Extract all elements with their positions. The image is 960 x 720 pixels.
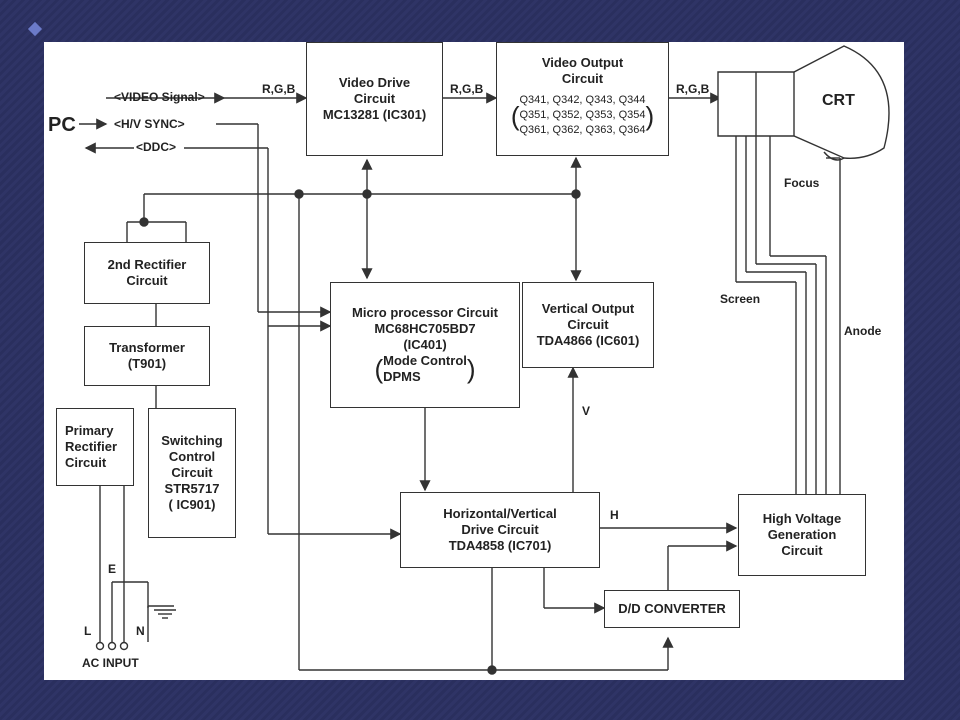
- micro-ic-ref: (IC401): [403, 337, 447, 352]
- left-paren: (: [374, 354, 384, 384]
- video-drive-circuit-box: Video Drive Circuit MC13281 (IC301): [306, 42, 443, 156]
- hv-sync-label: <H/V SYNC>: [114, 117, 185, 131]
- screen-label: Screen: [720, 292, 761, 306]
- switching-line: Control: [168, 449, 216, 464]
- video-drive-subtitle: Circuit: [353, 91, 396, 106]
- right-paren: ): [466, 354, 476, 384]
- video-output-part-row: Q351, Q352, Q353, Q354: [519, 109, 646, 121]
- ddc-label: <DDC>: [136, 140, 177, 154]
- video-signal-label: <VIDEO Signal>: [114, 90, 205, 104]
- line-label: L: [84, 624, 92, 638]
- hv-gen-line: Generation: [767, 527, 837, 542]
- video-drive-ic: MC13281 (IC301): [322, 107, 427, 122]
- ac-input-label: AC INPUT: [82, 656, 139, 670]
- pc-label: PC: [48, 114, 76, 136]
- switching-line: STR5717: [164, 481, 220, 496]
- focus-label: Focus: [784, 176, 820, 190]
- video-output-circuit-box: Video Output Circuit ( Q341, Q342, Q343,…: [496, 42, 669, 156]
- switching-line: Circuit: [171, 465, 213, 480]
- earth-label: E: [108, 562, 117, 576]
- dd-converter-label: D/D CONVERTER: [618, 601, 726, 616]
- primary-rectifier-line: Primary: [65, 423, 114, 438]
- micro-ic: MC68HC705BD7: [374, 321, 476, 336]
- hv-drive-ic: TDA4858 (IC701): [448, 538, 552, 553]
- neutral-label: N: [136, 624, 145, 638]
- micro-dpms: DPMS: [383, 369, 421, 384]
- switching-control-box: Switching Control Circuit STR5717 ( IC90…: [148, 408, 236, 538]
- transformer-box: Transformer (T901): [84, 326, 210, 386]
- vertical-output-box: Vertical Output Circuit TDA4866 (IC601): [522, 282, 654, 368]
- rgb-label-2: R,G,B: [450, 82, 484, 96]
- second-rectifier-subtitle: Circuit: [126, 273, 168, 288]
- micro-mode: Mode Control: [383, 353, 467, 368]
- dd-converter-box: D/D CONVERTER: [604, 590, 740, 628]
- switching-line: ( IC901): [168, 497, 216, 512]
- transformer-part: (T901): [127, 356, 167, 371]
- switching-line: Switching: [161, 433, 223, 448]
- micro-title: Micro processor Circuit: [352, 305, 498, 320]
- hv-drive-box: Horizontal/Vertical Drive Circuit TDA485…: [400, 492, 600, 568]
- video-output-title: Video Output: [541, 55, 624, 70]
- vertical-title: Vertical Output: [541, 301, 635, 316]
- v-label: V: [582, 404, 591, 418]
- video-output-part-row: Q361, Q362, Q363, Q364: [519, 124, 646, 136]
- block-diagram: PC <VIDEO Signal> <H/V SYNC> <DDC> R,G,B…: [44, 42, 904, 680]
- rgb-label-3: R,G,B: [676, 82, 710, 96]
- hv-gen-line: High Voltage: [762, 511, 842, 526]
- vertical-ic: TDA4866 (IC601): [536, 333, 640, 348]
- vertical-subtitle: Circuit: [567, 317, 609, 332]
- second-rectifier-title: 2nd Rectifier: [107, 257, 187, 272]
- right-paren: ): [645, 100, 655, 131]
- primary-rectifier-box: Primary Rectifier Circuit: [56, 408, 134, 486]
- second-rectifier-box: 2nd Rectifier Circuit: [84, 242, 210, 304]
- crt-label: CRT: [822, 92, 855, 109]
- video-output-subtitle: Circuit: [561, 71, 604, 86]
- hv-drive-subtitle: Drive Circuit: [461, 522, 539, 537]
- video-drive-title: Video Drive: [338, 75, 411, 90]
- connector-lines: [79, 45, 890, 675]
- left-paren: (: [510, 100, 520, 131]
- primary-rectifier-line: Circuit: [65, 455, 107, 470]
- microprocessor-box: Micro processor Circuit MC68HC705BD7 (IC…: [330, 282, 520, 408]
- video-output-part-row: Q341, Q342, Q343, Q344: [519, 94, 646, 106]
- rgb-label-1: R,G,B: [262, 82, 296, 96]
- anode-label: Anode: [844, 324, 882, 338]
- h-label: H: [610, 508, 619, 522]
- high-voltage-box: High Voltage Generation Circuit: [738, 494, 866, 576]
- hv-drive-title: Horizontal/Vertical: [443, 506, 557, 521]
- primary-rectifier-line: Rectifier: [65, 439, 118, 454]
- hv-gen-line: Circuit: [781, 543, 823, 558]
- transformer-title: Transformer: [109, 340, 185, 355]
